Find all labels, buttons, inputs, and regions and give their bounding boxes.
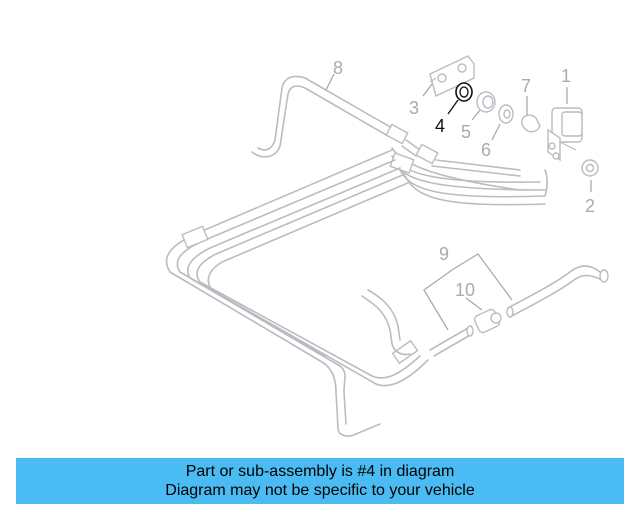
callout-8[interactable]: 8 bbox=[333, 58, 344, 78]
hose-9 bbox=[506, 265, 609, 318]
check-valve-10 bbox=[473, 308, 502, 334]
grommet-5 bbox=[476, 91, 496, 113]
info-banner: Part or sub-assembly is #4 in diagram Di… bbox=[16, 458, 624, 504]
callout-3[interactable]: 3 bbox=[409, 98, 420, 118]
callout-1[interactable]: 1 bbox=[561, 66, 572, 86]
callout-9[interactable]: 9 bbox=[439, 244, 450, 264]
callout-10[interactable]: 10 bbox=[455, 280, 476, 300]
banner-line-2: Diagram may not be specific to your vehi… bbox=[165, 482, 475, 499]
callout-7[interactable]: 7 bbox=[521, 76, 532, 96]
valve-1 bbox=[547, 107, 583, 162]
banner-line-1: Part or sub-assembly is #4 in diagram bbox=[185, 463, 455, 480]
callout-5[interactable]: 5 bbox=[461, 122, 472, 142]
seal-4 bbox=[455, 82, 473, 102]
callout-2[interactable]: 2 bbox=[585, 196, 596, 216]
cap-7 bbox=[521, 114, 541, 133]
callout-labels: 1 2 3 4 5 6 7 8 9 10 bbox=[333, 58, 596, 300]
vacuum-line-8 bbox=[251, 75, 521, 177]
nut-2 bbox=[581, 159, 599, 177]
bracket-3 bbox=[429, 55, 475, 97]
hose-s-line bbox=[361, 289, 411, 356]
main-line-loop bbox=[165, 149, 429, 437]
washer-6 bbox=[498, 104, 514, 124]
callout-6[interactable]: 6 bbox=[481, 140, 492, 160]
hose-9-left bbox=[429, 325, 474, 357]
leader-lines bbox=[325, 73, 592, 331]
parts-diagram bbox=[165, 55, 609, 437]
callout-4[interactable]: 4 bbox=[435, 116, 446, 136]
